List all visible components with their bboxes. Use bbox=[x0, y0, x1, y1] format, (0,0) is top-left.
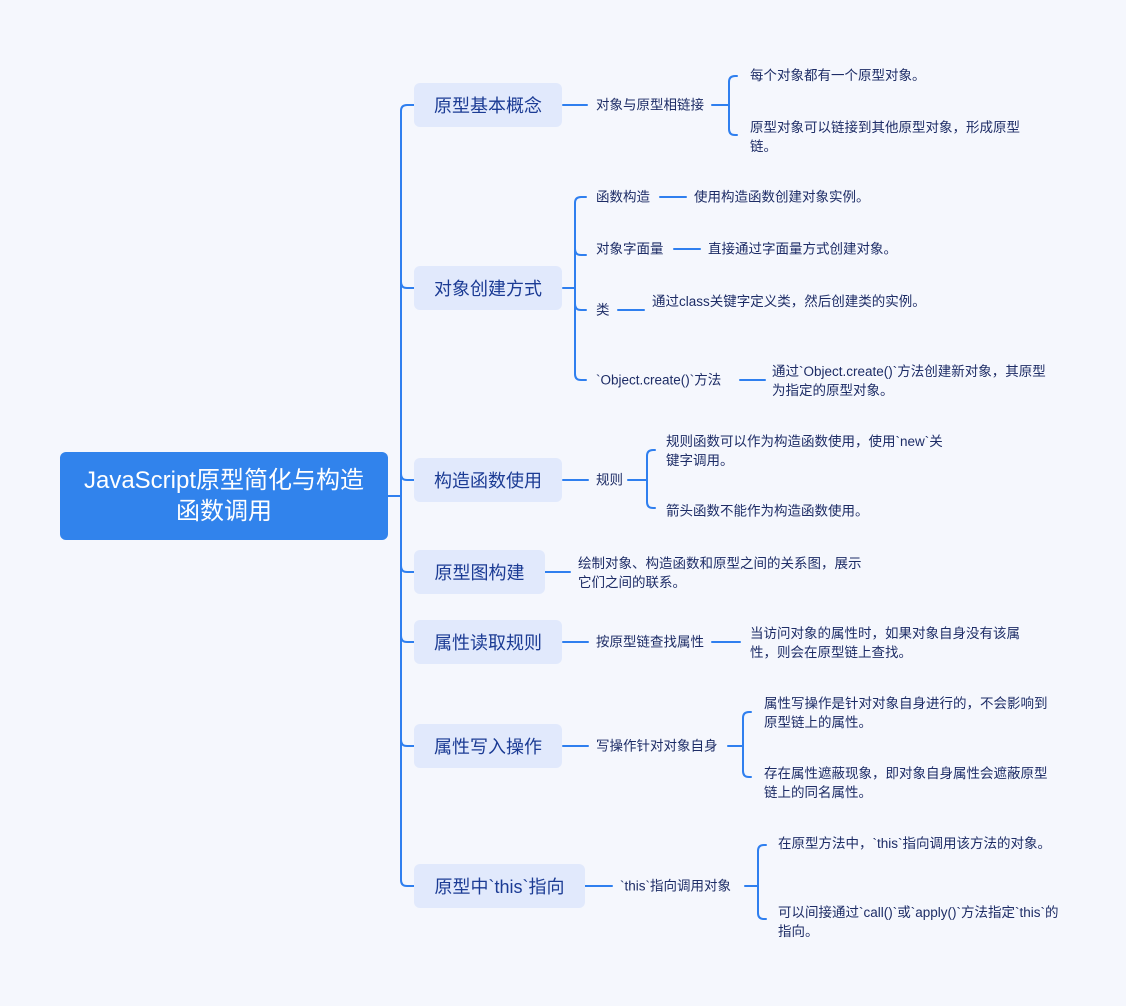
branch-label: 原型中`this`指向 bbox=[434, 877, 565, 897]
branch-property-read[interactable]: 属性读取规则 bbox=[414, 620, 562, 664]
leaf-note[interactable]: 使用构造函数创建对象实例。 bbox=[694, 189, 870, 205]
subtopic-lookup-chain[interactable]: 按原型链查找属性 bbox=[596, 634, 704, 650]
branch-label: 对象创建方式 bbox=[434, 279, 542, 299]
leaf-note[interactable]: 通过class关键字定义类，然后创建类的实例。 bbox=[652, 294, 926, 309]
subtopic-object-prototype-link[interactable]: 对象与原型相链接 bbox=[596, 97, 704, 113]
branch-prototype-diagram[interactable]: 原型图构建 bbox=[414, 550, 545, 594]
branch-object-creation[interactable]: 对象创建方式 bbox=[414, 266, 562, 310]
subtopic-class[interactable]: 类 bbox=[596, 302, 610, 318]
branch-label: 构造函数使用 bbox=[434, 471, 542, 491]
branch-label: 原型图构建 bbox=[434, 563, 525, 583]
subtopic-object-literal[interactable]: 对象字面量 bbox=[596, 241, 664, 257]
branch-label: 属性写入操作 bbox=[434, 737, 542, 757]
leaf-note[interactable]: 原型对象可以链接到其他原型对象，形成原型链。 bbox=[750, 120, 1020, 154]
leaf-note[interactable]: 当访问对象的属性时，如果对象自身没有该属性，则会在原型链上查找。 bbox=[750, 626, 1020, 660]
root-topic[interactable]: JavaScript原型简化与构造函数调用 bbox=[60, 452, 388, 540]
branch-property-write[interactable]: 属性写入操作 bbox=[414, 724, 562, 768]
branch-constructor-usage[interactable]: 构造函数使用 bbox=[414, 458, 562, 502]
leaf-note[interactable]: 在原型方法中，`this`指向调用该方法的对象。 bbox=[778, 836, 1051, 851]
subtopic-rules[interactable]: 规则 bbox=[596, 472, 623, 488]
leaf-note[interactable]: 绘制对象、构造函数和原型之间的关系图，展示它们之间的联系。 bbox=[578, 556, 862, 590]
leaf-note[interactable]: 直接通过字面量方式创建对象。 bbox=[708, 241, 897, 257]
leaf-note[interactable]: 规则函数可以作为构造函数使用，使用`new`关键字调用。 bbox=[666, 434, 943, 468]
leaf-note[interactable]: 可以间接通过`call()`或`apply()`方法指定`this`的指向。 bbox=[778, 905, 1059, 939]
branch-this-binding[interactable]: 原型中`this`指向 bbox=[414, 864, 585, 908]
subtopic-function-constructor[interactable]: 函数构造 bbox=[596, 189, 650, 205]
subtopic-object-create[interactable]: `Object.create()`方法 bbox=[596, 372, 722, 388]
root-topic-label: JavaScript原型简化与构造函数调用 bbox=[83, 467, 365, 525]
branch-prototype-concept[interactable]: 原型基本概念 bbox=[414, 83, 562, 127]
branch-label: 原型基本概念 bbox=[434, 96, 542, 116]
leaf-note[interactable]: 每个对象都有一个原型对象。 bbox=[750, 68, 926, 83]
branch-label: 属性读取规则 bbox=[434, 633, 542, 653]
leaf-note[interactable]: 存在属性遮蔽现象，即对象自身属性会遮蔽原型链上的同名属性。 bbox=[764, 766, 1048, 800]
leaf-note[interactable]: 属性写操作是针对对象自身进行的，不会影响到原型链上的属性。 bbox=[764, 696, 1048, 730]
subtopic-write-own[interactable]: 写操作针对对象自身 bbox=[596, 738, 718, 754]
leaf-note[interactable]: 箭头函数不能作为构造函数使用。 bbox=[666, 503, 869, 519]
subtopic-this-caller[interactable]: `this`指向调用对象 bbox=[620, 878, 731, 894]
leaf-note[interactable]: 通过`Object.create()`方法创建新对象，其原型为指定的原型对象。 bbox=[772, 364, 1046, 398]
